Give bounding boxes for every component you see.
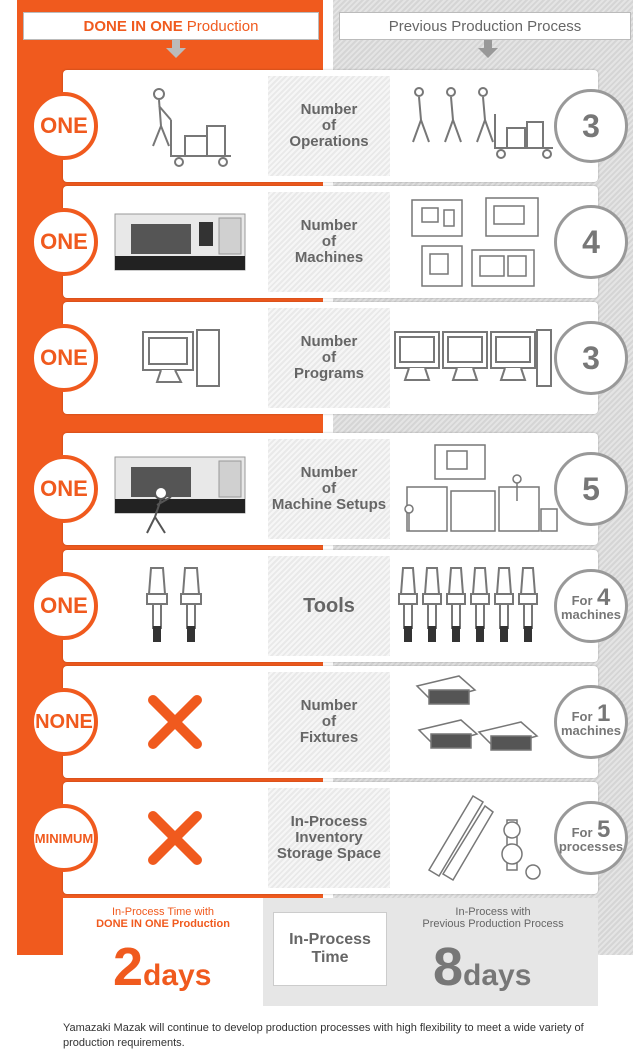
result-badge-one: ONE [30,92,98,160]
previous-count-badge: 3 [554,321,628,395]
comparison-row-tools: Tools [63,550,598,662]
right-time-caption: In-Process with [455,906,531,918]
four-machines-icon [411,197,539,287]
header-production: Production [186,17,259,35]
result-badge-one: ONE [30,455,98,523]
mazak-machine-icon [114,213,246,271]
cross-mark-icon [148,811,202,865]
worker-with-cart-icon [152,88,231,167]
workpieces-icon [427,794,541,882]
machine-setup-with-worker-icon [114,456,246,534]
five-machine-setups-icon [404,444,558,532]
result-badge-one: ONE [30,572,98,640]
two-tools-icon [146,567,202,642]
three-workers-with-carts-icon [412,87,553,159]
done-in-one-time-panel: In-Process Time with DONE IN ONE Product… [63,898,263,1006]
footer-note: Yamazaki Mazak will continue to develop … [63,1022,584,1049]
previous-count-badge: 4 [554,205,628,279]
fixtures-icon [415,675,539,751]
result-badge-minimum: MINIMUM [30,804,98,872]
done-in-one-days: 2days [113,937,212,997]
previous-count-badge: 3 [554,89,628,163]
right-time-caption-2: Previous Production Process [422,918,564,930]
cross-mark-icon [148,695,202,749]
result-badge-none: NONE [30,688,98,756]
down-arrow-icon [166,40,186,58]
done-in-one-header: DONE IN ONE Production [23,12,319,40]
previous-process-header: Previous Production Process [339,12,631,40]
left-time-caption-brand: DONE IN ONE Production [96,918,230,930]
result-badge-one: ONE [30,324,98,392]
previous-count-badge: 5 [554,452,628,526]
header-previous-label: Previous Production Process [388,17,582,35]
row-label: Tools [268,556,390,656]
previous-process-days: 8days [433,937,532,997]
in-process-time-comparison: In-Process Time with DONE IN ONE Product… [63,898,598,1006]
left-time-caption: In-Process Time with [111,906,215,918]
header-brand: DONE IN ONE [83,17,183,35]
three-computers-icon [394,329,552,387]
result-badge-one: ONE [30,208,98,276]
six-tools-icon [398,567,538,642]
computer-icon [142,329,220,387]
down-arrow-icon [478,40,498,58]
